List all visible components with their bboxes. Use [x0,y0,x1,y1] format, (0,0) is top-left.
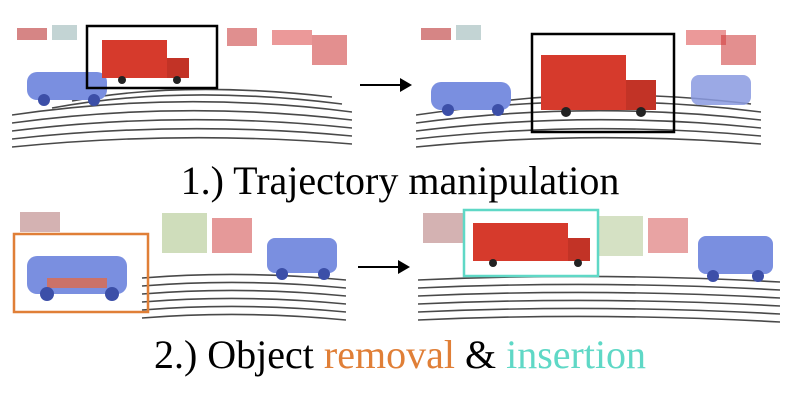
removal-box [12,232,150,314]
insertion-label: insertion [506,332,647,377]
row1-before-scene [12,24,352,148]
van [267,238,337,280]
row1-before-panel [12,20,352,152]
row2-after-scene [418,208,780,323]
right-arrow-icon [360,78,412,92]
van [698,236,773,282]
bounding-box [530,32,676,134]
background-buildings [20,212,252,253]
ground-scanlines [141,273,346,321]
row1-caption-text: 1.) Trajectory manipulation [180,158,620,203]
row2-caption: 2.) Object removal & insertion [0,332,800,378]
background-buildings [423,213,688,256]
bounding-box [85,24,219,90]
ground-scanlines [418,275,780,323]
truck [541,55,656,117]
row2-caption-prefix: 2.) Object [153,332,324,377]
right-arrow-icon [358,260,410,274]
parked-car [431,82,511,116]
row1-caption: 1.) Trajectory manipulation [0,158,800,204]
background-buildings [421,25,756,65]
row1-after-panel [416,20,761,152]
inserted-truck [473,223,590,267]
removal-label: removal [323,332,455,377]
row2-after-panel [418,208,780,326]
truck [102,40,189,84]
row2-before-panel [12,208,346,326]
row2-caption-connector: & [454,332,507,377]
insertion-box [462,208,600,278]
row2-before-scene [12,212,346,321]
row1-after-scene [416,25,761,148]
background-buildings [17,25,347,65]
removed-car [27,256,127,301]
parked-car-right [691,75,751,105]
